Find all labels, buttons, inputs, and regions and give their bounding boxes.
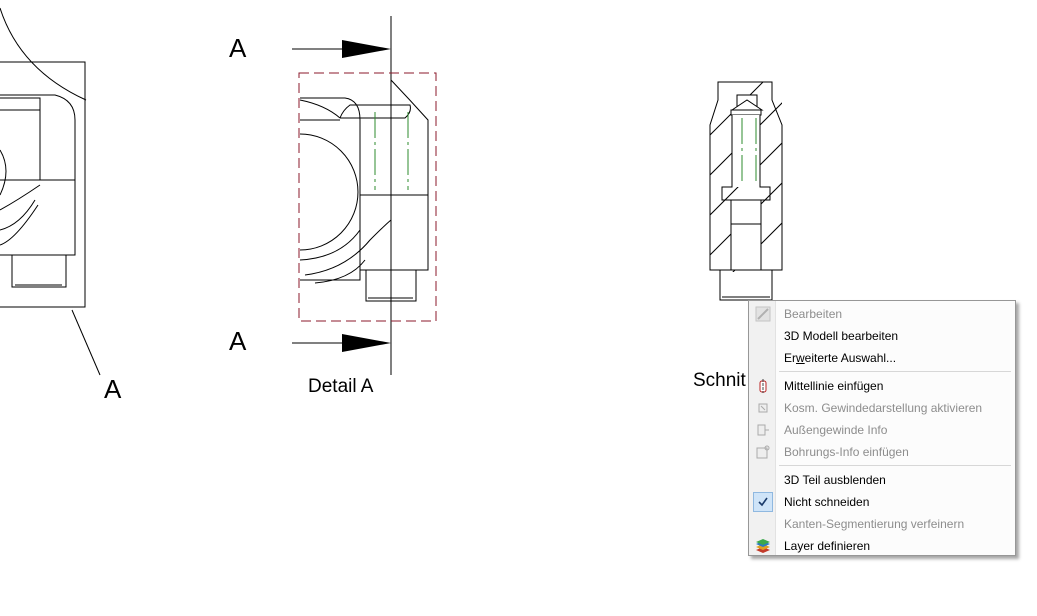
menu-item-3d-teil-ausblenden[interactable]: 3D Teil ausblenden: [751, 469, 1013, 491]
checkmark-icon: [753, 492, 773, 512]
menu-separator: [779, 465, 1011, 466]
menu-item-label: Kanten-Segmentierung verfeinern: [784, 517, 965, 531]
menu-item-label: Mittellinie einfügen: [784, 379, 884, 393]
menu-item-erweiterte-auswahl[interactable]: Erweiterte Auswahl...: [751, 347, 1013, 369]
front-view[interactable]: [0, 7, 101, 376]
arrow-bottom: [342, 334, 391, 352]
menu-item-nicht-schneiden[interactable]: Nicht schneiden: [751, 491, 1013, 513]
menu-item-label: Erweiterte Auswahl...: [784, 351, 897, 365]
menu-item-bearbeiten[interactable]: Bearbeiten: [751, 303, 1013, 325]
layers-icon: [755, 538, 771, 554]
menu-separator: [779, 371, 1011, 372]
thread-icon: [755, 400, 771, 416]
menu-item-layer-definieren[interactable]: Layer definieren: [751, 535, 1013, 557]
menu-item-label: Außengewinde Info: [784, 423, 888, 437]
menu-item-label: Kosm. Gewindedarstellung aktivieren: [784, 401, 983, 415]
menu-item-bohrungs-info[interactable]: Bohrungs-Info einfügen: [751, 441, 1013, 463]
detail-a-view[interactable]: [292, 16, 437, 375]
detail-border: [298, 72, 437, 322]
menu-item-label: Layer definieren: [784, 539, 871, 553]
view-frame: [0, 61, 86, 308]
hole-info-icon: [755, 444, 771, 460]
detail-callout-label: A: [104, 374, 122, 404]
edit-icon: [755, 306, 771, 322]
centerline-icon: [755, 378, 771, 394]
menu-item-label: 3D Modell bearbeiten: [784, 329, 899, 343]
menu-item-label: 3D Teil ausblenden: [784, 473, 886, 487]
context-menu: Bearbeiten 3D Modell bearbeiten Erweiter…: [748, 300, 1016, 556]
section-label-bottom: A: [229, 326, 247, 356]
menu-item-label: Nicht schneiden: [784, 495, 870, 509]
detail-circle-arc: [0, 7, 87, 101]
external-thread-icon: [755, 422, 771, 438]
menu-item-mittellinie-einfuegen[interactable]: Mittellinie einfügen: [751, 375, 1013, 397]
section-label-top: A: [229, 33, 247, 63]
section-view[interactable]: [690, 55, 790, 315]
menu-item-aussengewinde-info[interactable]: Außengewinde Info: [751, 419, 1013, 441]
leader-line: [71, 309, 101, 376]
detail-title: Detail A: [308, 376, 374, 397]
section-view-title: Schnit: [693, 370, 746, 391]
menu-item-kanten-segmentierung[interactable]: Kanten-Segmentierung verfeinern: [751, 513, 1013, 535]
menu-item-3d-modell-bearbeiten[interactable]: 3D Modell bearbeiten: [751, 325, 1013, 347]
arrow-top: [342, 40, 391, 58]
menu-item-label: Bearbeiten: [784, 307, 843, 321]
menu-item-kosm-gewindedarstellung[interactable]: Kosm. Gewindedarstellung aktivieren: [751, 397, 1013, 419]
menu-item-label: Bohrungs-Info einfügen: [784, 445, 909, 459]
